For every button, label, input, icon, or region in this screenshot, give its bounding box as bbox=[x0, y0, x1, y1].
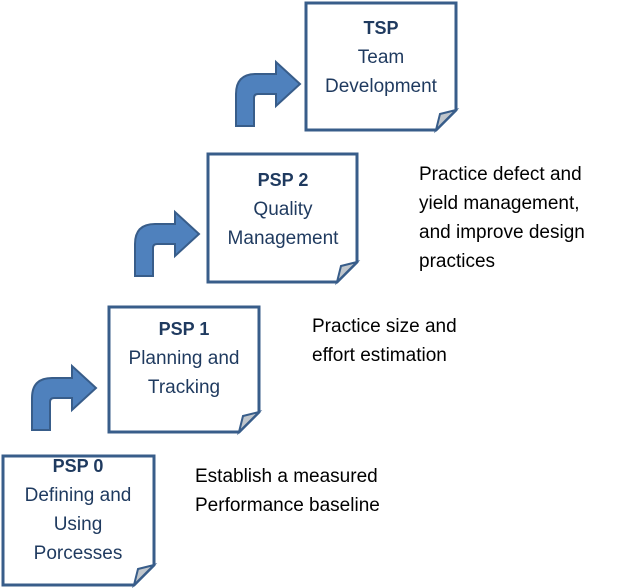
stage-description: yield management, bbox=[419, 193, 580, 214]
stage-description: effort estimation bbox=[312, 345, 447, 366]
stage-title: PSP 0 bbox=[53, 456, 104, 476]
stage-title: PSP 1 bbox=[159, 319, 210, 339]
folded-corner-icon bbox=[434, 108, 460, 134]
bent-up-arrow-icon bbox=[134, 211, 200, 277]
stage-title: PSP 2 bbox=[258, 170, 309, 190]
stage-line: Planning and bbox=[129, 348, 240, 369]
stage-line: Development bbox=[325, 76, 438, 97]
stage-line: Team bbox=[358, 47, 404, 68]
stage-title: TSP bbox=[363, 18, 398, 38]
stage-line: Tracking bbox=[148, 377, 220, 398]
stage-box-tsp: TSP Team Development bbox=[304, 1, 460, 134]
stage-line: Quality bbox=[253, 199, 313, 220]
stage-line: Management bbox=[228, 228, 340, 249]
stage-line: Using bbox=[54, 514, 103, 535]
stage-description: Practice size and bbox=[312, 316, 457, 337]
stage-box-psp1: PSP 1 Planning and Tracking bbox=[107, 305, 263, 436]
stage-box-psp0: PSP 0 Defining and Using Porcesses bbox=[1, 454, 158, 588]
stage-line: Defining and bbox=[25, 485, 132, 506]
stage-description: practices bbox=[419, 251, 495, 272]
folded-corner-icon bbox=[335, 260, 361, 286]
stage-box-psp2: PSP 2 Quality Management bbox=[206, 152, 361, 286]
bent-up-arrow-icon bbox=[235, 61, 301, 127]
stage-description: and improve design bbox=[419, 222, 585, 243]
folded-corner-icon bbox=[237, 410, 263, 436]
stage-description: Performance baseline bbox=[195, 495, 380, 516]
bent-up-arrow-icon bbox=[31, 365, 97, 431]
stage-description: Practice defect and bbox=[419, 164, 582, 185]
folded-corner-icon bbox=[132, 563, 158, 588]
stage-line: Porcesses bbox=[34, 543, 123, 564]
stage-description: Establish a measured bbox=[195, 466, 378, 487]
